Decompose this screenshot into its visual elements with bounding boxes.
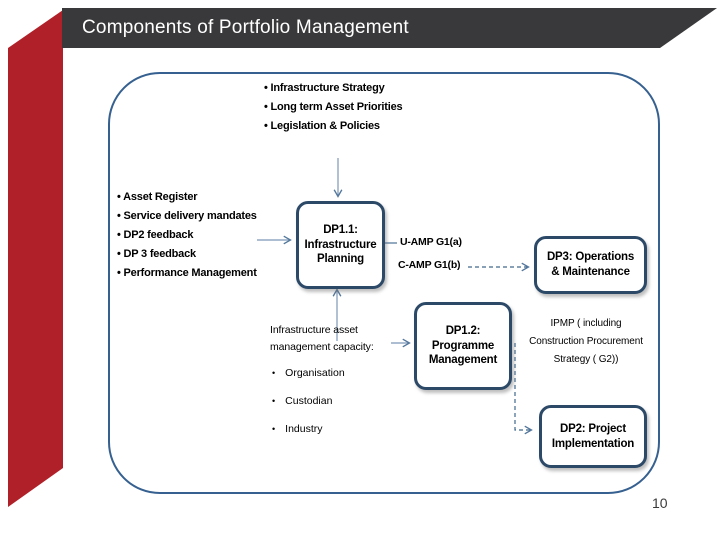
box-label-line: Implementation: [551, 437, 635, 450]
bullet-icon: [264, 120, 271, 132]
box-label-line: DP2: Project: [560, 422, 626, 435]
input-list-left: Asset Register Service delivery mandates…: [117, 188, 257, 283]
slide-title-bar: Components of Portfolio Management: [62, 8, 717, 48]
list-item: Long term Asset Priorities: [264, 98, 403, 117]
diagram-container-frame: [108, 72, 660, 494]
bullet-icon: [272, 367, 285, 379]
input-list-top: Infrastructure Strategy Long term Asset …: [264, 79, 403, 136]
list-item: DP 3 feedback: [117, 245, 257, 264]
list-item-label: DP 3 feedback: [123, 248, 197, 260]
box-label-line: DP3: Operations: [546, 251, 635, 264]
red-side-banner: [8, 10, 63, 507]
box-dp2-project-implementation: DP2: Project Implementation: [539, 405, 647, 468]
list-item-label: Asset Register: [123, 191, 198, 203]
box-label-line: Planning: [317, 253, 364, 266]
box-dp12-programme-management: DP1.2: Programme Management: [414, 302, 512, 390]
label-line: management capacity:: [270, 341, 374, 353]
bullet-icon: [117, 210, 124, 222]
bullet-icon: [117, 191, 123, 203]
label-uamp-g1a: U-AMP G1(a): [400, 236, 462, 248]
list-item-label: Custodian: [285, 395, 333, 407]
list-item-label: Organisation: [285, 367, 345, 379]
box-dp11-infrastructure-planning: DP1.1: Infrastructure Planning: [296, 201, 385, 289]
label-camp-g1b: C-AMP G1(b): [398, 259, 461, 271]
bullet-icon: [117, 267, 124, 279]
bullet-icon: [117, 248, 124, 260]
list-item-label: Legislation & Policies: [270, 120, 380, 132]
box-label-line: DP1.1:: [323, 223, 358, 236]
bullet-icon: [272, 423, 285, 435]
list-item: Infrastructure Strategy: [264, 79, 402, 98]
box-label-line: & Maintenance: [551, 266, 630, 278]
label-ipmp: IPMP ( including Construction Procuremen…: [512, 315, 660, 369]
list-item: Service delivery mandates: [117, 207, 257, 226]
list-item: Custodian: [272, 394, 345, 409]
list-item: Performance Management: [117, 264, 257, 283]
list-item: Asset Register: [117, 188, 257, 207]
box-label-line: Management: [428, 354, 498, 367]
capacity-list: Organisation Custodian Industry: [272, 366, 345, 450]
page-number: 10: [652, 495, 668, 511]
list-item: DP2 feedback: [117, 226, 257, 245]
box-label-line: Programme: [431, 339, 495, 352]
label-line: IPMP ( including: [550, 318, 622, 329]
list-item-label: Long term Asset Priorities: [270, 101, 403, 113]
list-item-label: Service delivery mandates: [123, 210, 257, 222]
box-label-line: DP1.2:: [445, 324, 481, 337]
box-label-line: Infrastructure: [304, 238, 377, 251]
box-dp3-operations-maintenance: DP3: Operations & Maintenance: [534, 236, 647, 294]
list-item-label: DP2 feedback: [123, 229, 194, 241]
list-item-label: Performance Management: [123, 267, 257, 279]
bullet-icon: [117, 229, 124, 241]
list-item-label: Industry: [285, 423, 323, 435]
label-line: Construction Procurement: [529, 336, 643, 347]
list-item: Organisation: [272, 366, 345, 381]
label-line: Infrastructure asset: [270, 324, 358, 336]
label-line: Strategy ( G2)): [553, 354, 619, 365]
page-title: Components of Portfolio Management: [82, 17, 409, 38]
list-item: Legislation & Policies: [264, 117, 402, 136]
bullet-icon: [264, 82, 271, 94]
list-item-label: Infrastructure Strategy: [270, 82, 385, 94]
bullet-icon: [272, 395, 285, 407]
bullet-icon: [264, 101, 271, 113]
capacity-heading: Infrastructure asset management capacity…: [270, 322, 395, 356]
list-item: Industry: [272, 422, 345, 437]
